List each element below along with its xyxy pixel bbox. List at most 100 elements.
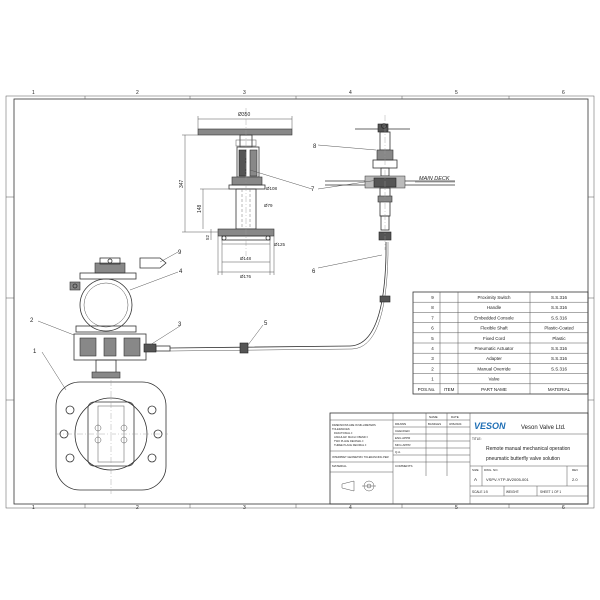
zone-col-top-2: 2 [136,90,139,96]
zone-col-bot-3: 3 [243,505,246,511]
note-angular: ANGULAR: MACH ± BEND ± [334,435,368,439]
valve-assembly [55,257,171,494]
zone-col-bot-2: 2 [136,505,139,511]
material-label: MATERIAL [332,464,347,468]
deck-console-assembly: MAIN DECK [325,115,455,250]
note-two-place: TWO PLACE DECIMAL ± [334,439,364,443]
drawn-name: BANDLES [428,422,441,426]
bom-header-pos: POS.No. [418,387,436,392]
size-value: A [474,477,477,482]
note-tolerances: TOLERANCES: [332,427,351,431]
bom-row-material: Plastic [552,336,566,341]
zone-col-top-3: 3 [243,90,246,96]
bom-row-name: Valve [489,377,500,382]
mfg-approval-label: MFG APPR [395,443,411,447]
balloon-9: 9 [178,250,182,256]
bom-row-pos: 3 [431,356,434,361]
bom-row-material: S.S.316 [551,305,568,310]
bom-row-name: Adapter [486,356,502,361]
bom-row-name: Flexible Shaft [480,326,508,331]
main-deck-label: MAIN DECK [419,176,450,182]
bom-row-pos: 7 [431,315,434,320]
pneumatic-actuator [79,278,133,332]
bom-row-name: Handle [487,305,502,310]
dim-148-horiz: Ø148 [240,256,252,261]
title-line-2: pneumatic butterfly valve solution [486,456,560,462]
rev-value: 2.0 [572,477,578,482]
dim-108: Ø108 [266,186,278,191]
balloon-2: 2 [30,318,34,324]
dim-79: Ø79 [264,203,273,208]
zone-col-bot-1: 1 [32,505,35,511]
bom-row-material: S.S.316 [551,366,568,371]
rev-label: REV [572,468,578,472]
bom-row-pos: 5 [431,336,434,341]
bom-row-name: Proximity Switch [477,295,511,300]
balloon-3: 3 [178,322,182,328]
note-three-place: THREE PLACE DECIMAL ± [334,443,367,447]
tolerance-notes: DIMENSIONS ARE IN MILLIMETERS TOLERANCES… [330,423,393,473]
comments-label: COMMENTS [395,464,413,468]
outer-border [5,95,595,509]
checked-label: CHECKED [395,429,411,433]
drawn-label: DRAWN [395,422,406,426]
balloon-4: 4 [179,269,183,275]
balloon-5: 5 [264,321,268,327]
balloons: 1 2 3 4 5 6 7 8 9 [30,144,317,355]
dwg-label: DWG. NO. [484,468,498,472]
note-interpret: INTERPRET GEOMETRIC TOLERANCING PER: [332,455,389,459]
projection-symbol-icon [341,480,376,492]
company-logo: VESON [474,421,506,431]
title-line-1: Remote manual mechanical operation [486,446,570,452]
flexible-shaft [169,242,387,349]
bom-row-material: Plastic-Coated [544,326,574,331]
dim-handwheel: Ø350 [238,112,250,118]
bom-header-item: ITEM [444,387,455,392]
bom-row-pos: 8 [431,305,434,310]
dim-347: 347 [179,179,185,188]
zone-col-top-1: 1 [32,90,35,96]
balloon-7: 7 [311,187,315,193]
zone-col-top-5: 5 [455,90,458,96]
bom-row-material: S.S.316 [551,356,568,361]
zone-markers: 1 2 3 4 5 6 1 2 3 4 5 6 [6,90,594,511]
title-label: TITLE: [472,437,482,441]
bom-row-pos: 2 [431,366,434,371]
zone-col-bot-5: 5 [455,505,458,511]
company-name: Veson Valve Ltd. [521,425,566,431]
note-fractional: FRACTIONAL ± [334,431,353,435]
sheet-label: SHEET 1 OF 1 [540,490,561,494]
bom-header-part-name: PART NAME [481,387,507,392]
bom-row-pos: 1 [431,377,434,382]
bom-header-material: MATERIAL [548,387,571,392]
date-header: DATE [451,415,459,419]
stand-assembly: Ø350 Ø108 Ø79 347 148 52 Ø125 [179,108,293,279]
dwg-value: VSPV-YTP-5V2005-001 [486,477,529,482]
scale-label: SCALE 1:5 [472,490,488,494]
bom-row-pos: 4 [431,346,434,351]
weight-label: WEIGHT: [506,490,519,494]
zone-col-top-6: 6 [562,90,565,96]
qa-label: Q.A. [395,450,401,454]
balloon-8: 8 [313,144,317,150]
zone-col-bot-6: 6 [562,505,565,511]
bom-row-material: S.S.316 [551,346,568,351]
bom-row-pos: 6 [431,326,434,331]
dim-125: Ø125 [274,242,286,247]
bom-row-name: Fixed Cord [483,336,506,341]
zone-col-bot-4: 4 [349,505,352,511]
bom-row-name: Embedded Console [474,315,514,320]
inner-border [13,98,589,505]
note-dimensions: DIMENSIONS ARE IN MILLIMETERS [332,423,376,427]
bom-row-name: Manual Override [477,366,511,371]
name-header: NAME [429,415,438,419]
drawn-date: 3/06/2024 [449,422,462,426]
bom-row-material: S.S.316 [551,295,568,300]
dim-52: 52 [205,234,210,240]
bom-row-pos: 9 [431,295,434,300]
size-label: SIZE [472,468,479,472]
title-block: DIMENSIONS ARE IN MILLIMETERS TOLERANCES… [329,412,589,505]
dim-176: Ø176 [240,274,252,279]
balloon-6: 6 [312,269,316,275]
